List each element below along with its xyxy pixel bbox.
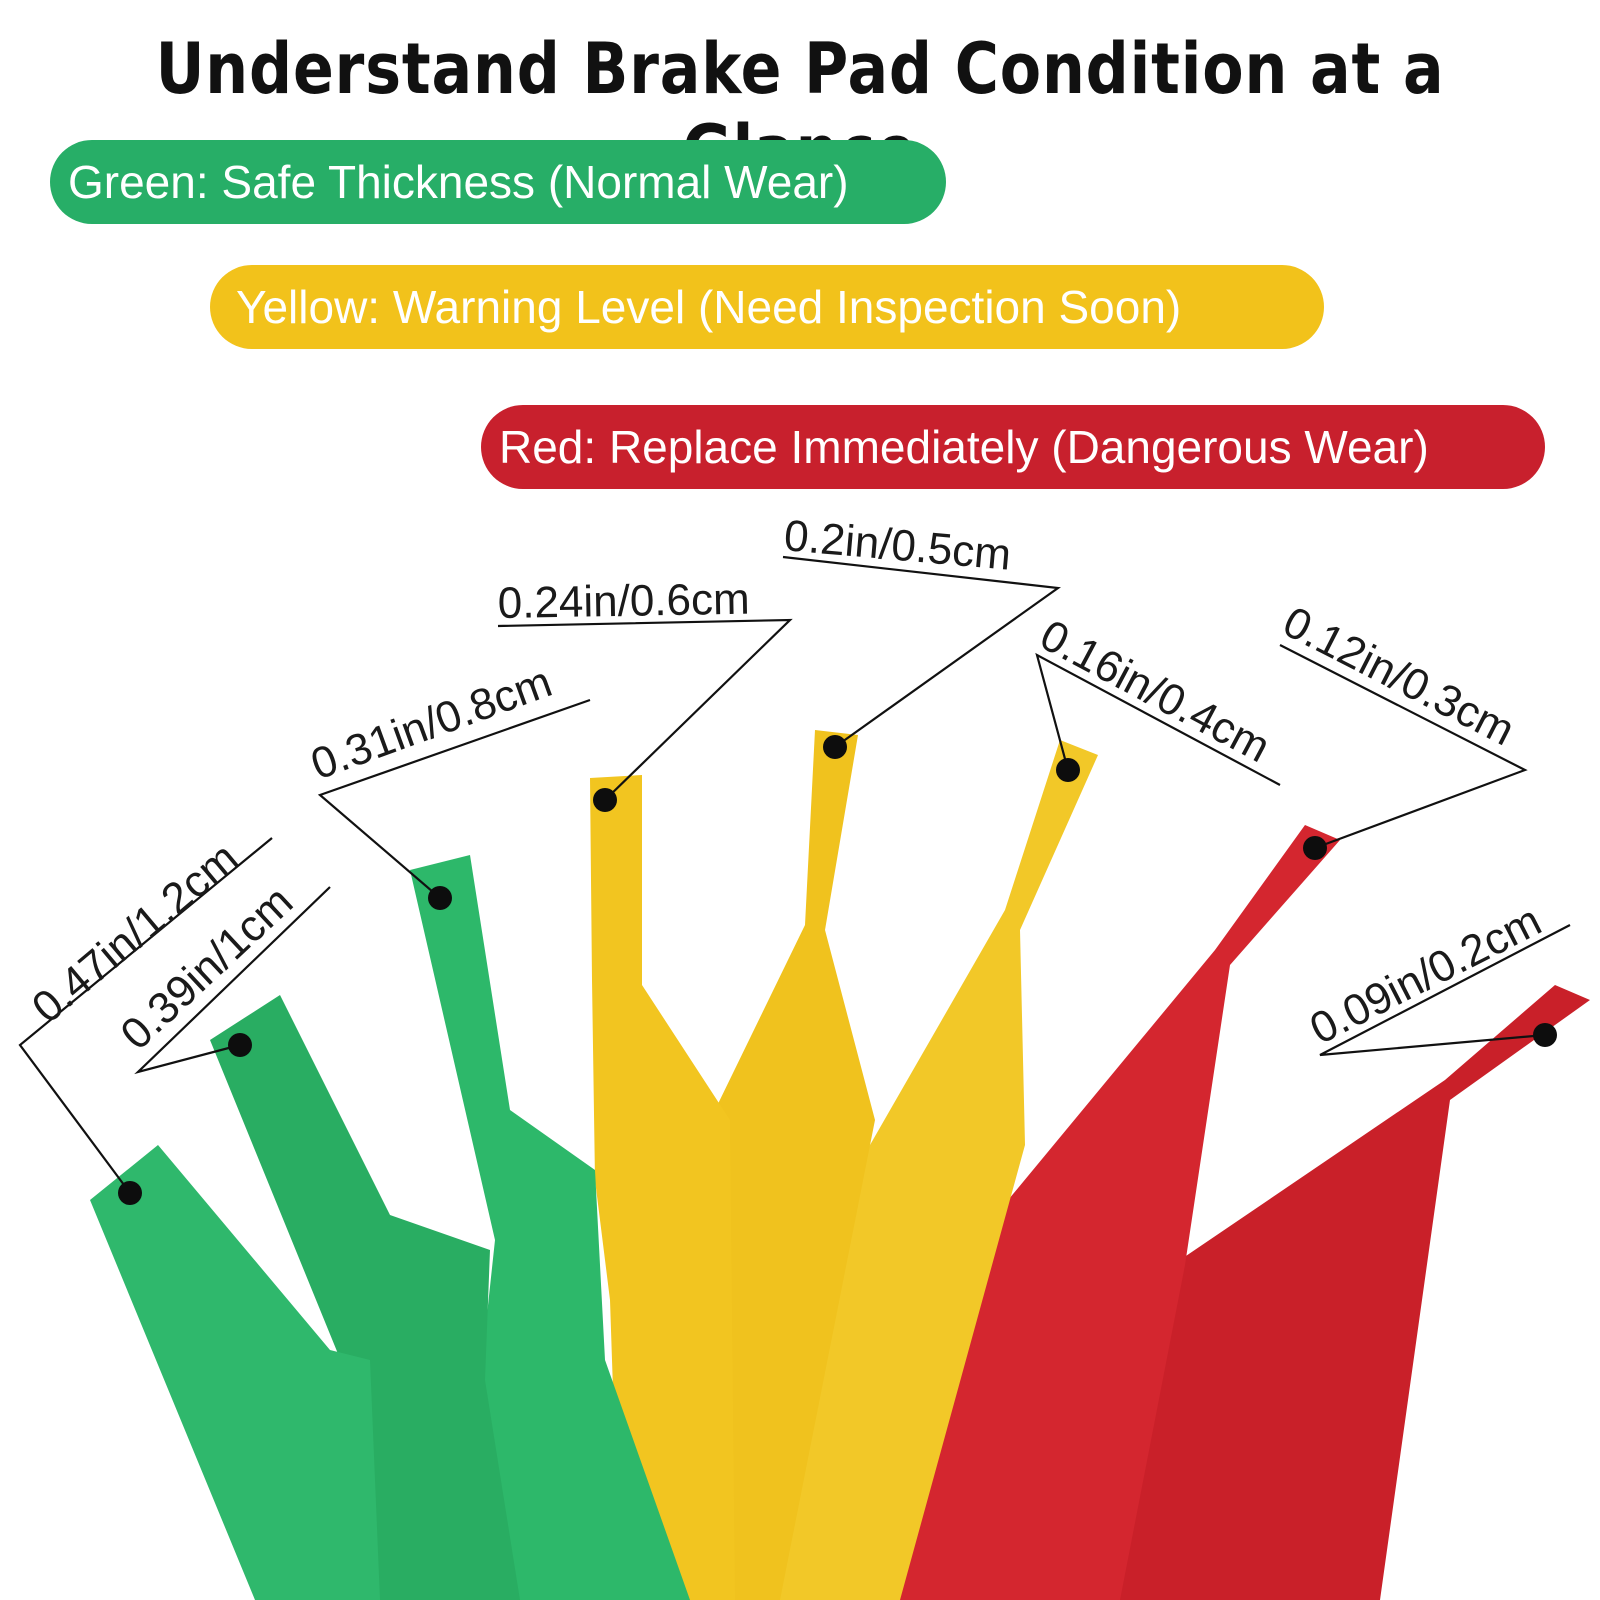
leader-line-0-2in	[782, 555, 1061, 748]
gauge-blade-0-47in	[90, 1145, 380, 1600]
marker-dots	[118, 735, 1557, 1205]
gauge-blade-0-24in	[590, 775, 735, 1600]
leader-line-0-31in	[317, 698, 591, 899]
legend-yellow-badge: Yellow: Warning Level (Need Inspection S…	[210, 265, 1324, 349]
gauge-blade-0-09in	[1050, 985, 1590, 1600]
marker-dot-0-31in	[428, 886, 452, 910]
legend-green-badge: Green: Safe Thickness (Normal Wear)	[50, 140, 946, 224]
marker-dot-0-39in	[228, 1033, 252, 1057]
marker-dot-0-09in	[1533, 1023, 1557, 1047]
marker-dot-0-16in	[1056, 758, 1080, 782]
gauge-blade-0-12in	[840, 825, 1340, 1600]
gauge-blade-0-31in	[410, 855, 690, 1600]
leader-line-0-39in	[134, 886, 331, 1075]
label-0-12in: 0.12in/0.3cm	[1275, 597, 1522, 755]
marker-dot-0-24in	[593, 788, 617, 812]
marker-dot-0-12in	[1303, 836, 1327, 860]
gauge-blade-0-39in	[210, 995, 520, 1600]
label-0-2in: 0.2in/0.5cm	[782, 511, 1013, 580]
leader-line-0-47in	[18, 837, 273, 1194]
marker-dot-0-47in	[118, 1181, 142, 1205]
leader-line-0-16in	[1035, 652, 1281, 786]
leader-lines	[18, 555, 1571, 1194]
legend-red-badge: Red: Replace Immediately (Dangerous Wear…	[481, 405, 1545, 489]
label-0-31in: 0.31in/0.8cm	[305, 657, 559, 789]
leader-line-0-12in	[1279, 644, 1528, 850]
marker-dot-0-2in	[823, 735, 847, 759]
leader-line-0-24in	[497, 618, 793, 801]
leader-line-0-09in	[1319, 924, 1571, 1057]
label-0-24in: 0.24in/0.6cm	[497, 575, 750, 628]
